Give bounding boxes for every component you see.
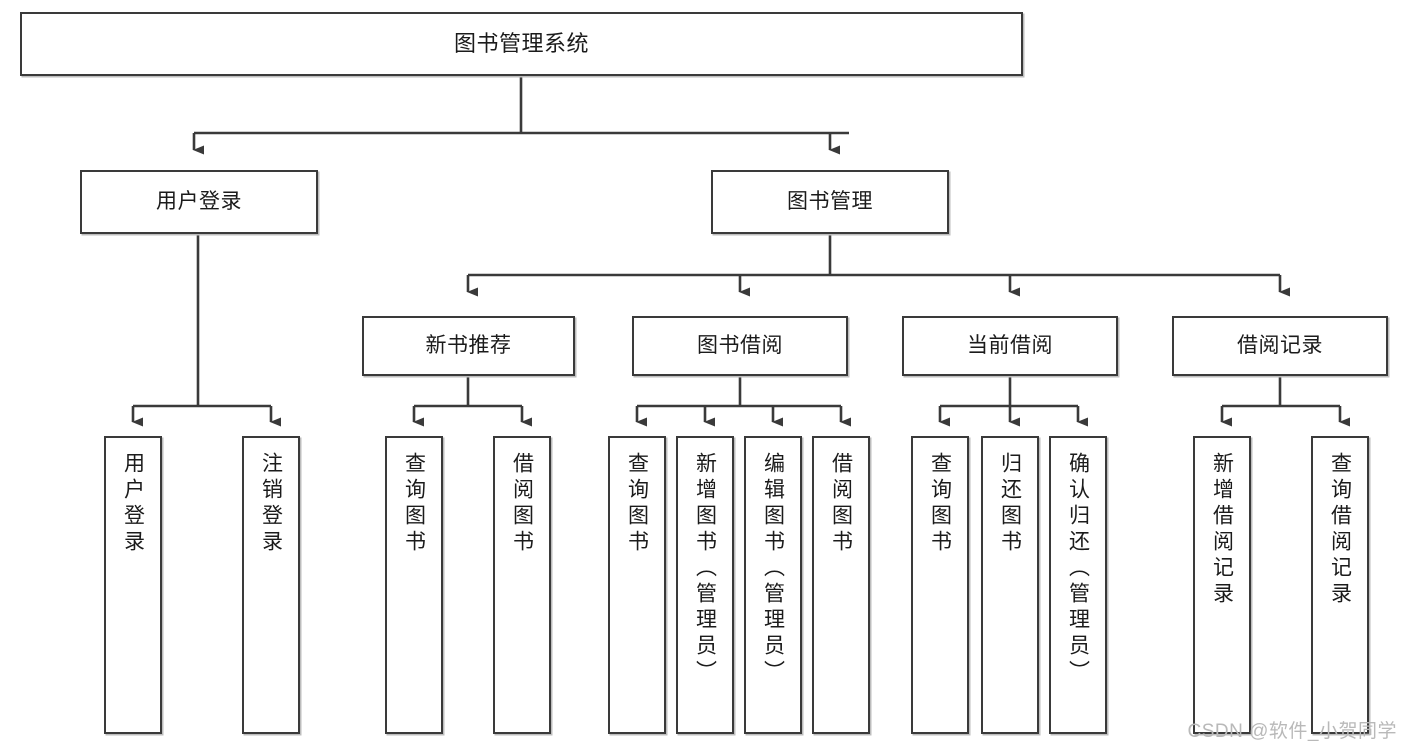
node-book-management[interactable]: 图书管理 [711, 170, 949, 234]
node-label: 归还图书 [998, 452, 1022, 556]
node-label: 图书借阅 [697, 333, 783, 357]
node-leaf-current-borrow-confirm-return[interactable]: 确认归还（管理员） [1049, 436, 1107, 734]
node-label: 新增借阅记录 [1210, 452, 1234, 608]
node-leaf-current-borrow-return[interactable]: 归还图书 [981, 436, 1039, 734]
csdn-watermark: CSDN @软件_小贺同学 [1187, 721, 1397, 742]
node-leaf-book-borrow-borrow[interactable]: 借阅图书 [812, 436, 870, 734]
node-label: 查询图书 [402, 452, 426, 556]
node-user-login[interactable]: 用户登录 [80, 170, 318, 234]
node-label: 借阅记录 [1237, 333, 1323, 357]
node-leaf-user-login-signin[interactable]: 用户登录 [104, 436, 162, 734]
node-label: 当前借阅 [967, 333, 1053, 357]
node-leaf-new-book-query[interactable]: 查询图书 [385, 436, 443, 734]
node-book-borrowing[interactable]: 图书借阅 [632, 316, 848, 376]
node-label: 注销登录 [259, 452, 283, 556]
node-label: 查询图书 [625, 452, 649, 556]
node-leaf-book-borrow-query[interactable]: 查询图书 [608, 436, 666, 734]
node-leaf-record-add[interactable]: 新增借阅记录 [1193, 436, 1251, 734]
node-leaf-new-book-borrow[interactable]: 借阅图书 [493, 436, 551, 734]
node-label: 新增图书（管理员） [693, 452, 717, 686]
node-leaf-current-borrow-query[interactable]: 查询图书 [911, 436, 969, 734]
node-leaf-book-borrow-add[interactable]: 新增图书（管理员） [676, 436, 734, 734]
node-borrowing-record[interactable]: 借阅记录 [1172, 316, 1388, 376]
node-label: 查询借阅记录 [1328, 452, 1352, 608]
node-label: 借阅图书 [510, 452, 534, 556]
node-leaf-record-query[interactable]: 查询借阅记录 [1311, 436, 1369, 734]
node-label: 用户登录 [156, 189, 242, 213]
node-root-book-management-system[interactable]: 图书管理系统 [20, 12, 1023, 76]
node-label: 用户登录 [121, 452, 145, 556]
node-label: 确认归还（管理员） [1066, 452, 1090, 686]
node-label: 查询图书 [928, 452, 952, 556]
node-leaf-user-login-signout[interactable]: 注销登录 [242, 436, 300, 734]
node-leaf-book-borrow-edit[interactable]: 编辑图书（管理员） [744, 436, 802, 734]
node-label: 新书推荐 [425, 333, 512, 357]
node-current-borrowing[interactable]: 当前借阅 [902, 316, 1118, 376]
node-label: 编辑图书（管理员） [761, 452, 785, 686]
node-label: 图书管理系统 [453, 31, 589, 57]
node-label: 借阅图书 [829, 452, 853, 556]
node-label: 图书管理 [787, 189, 873, 213]
node-new-book-recommendation[interactable]: 新书推荐 [362, 316, 575, 376]
